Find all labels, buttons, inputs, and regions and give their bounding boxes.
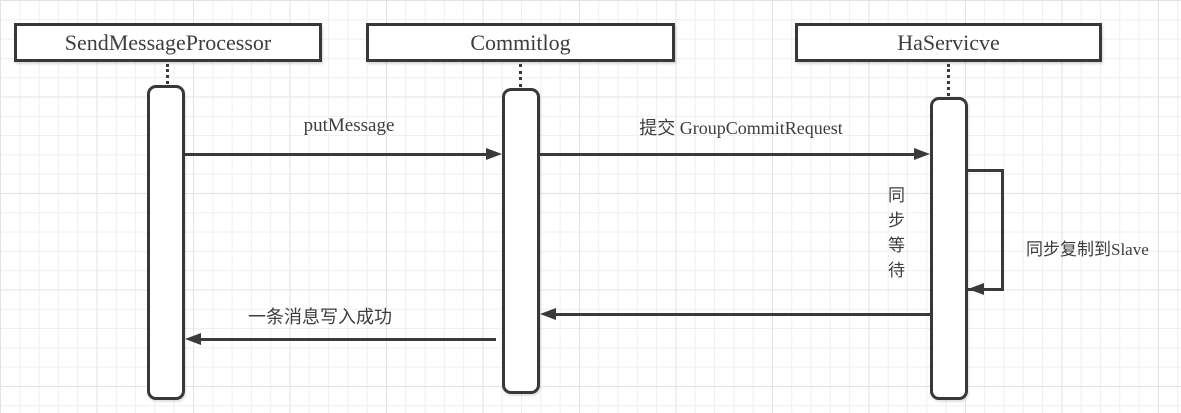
arrowhead-left-icon [185,333,201,345]
annotation-sync-wait: 同步等待 [885,186,904,286]
lifeline-name: Commitlog [470,29,571,55]
message-arrow-groupcommitrequest [540,153,916,156]
arrowhead-left-icon [968,283,984,295]
activation-bar-haservicve [930,97,968,400]
activation-bar-sendmessageprocessor [147,85,185,400]
message-label-sync-replicate-slave: 同步复制到Slave [1026,240,1149,259]
lifeline-dotted-link-commitlog [519,64,522,87]
lifeline-name: HaServicve [897,29,1000,55]
lifeline-dotted-link-sendmessageprocessor [166,64,169,84]
message-arrow-return-to-commitlog [555,313,930,316]
lifeline-dotted-link-haservicve [947,64,950,96]
lifeline-header-haservicve: HaServicve [795,23,1102,62]
self-message-loop-haservicve [968,169,1004,291]
message-arrow-write-success [200,338,496,341]
message-label-write-success: 一条消息写入成功 [248,307,392,327]
lifeline-name: SendMessageProcessor [64,29,272,55]
arrowhead-left-icon [540,308,556,320]
lifeline-header-commitlog: Commitlog [366,23,675,62]
message-label-putmessage: putMessage [303,115,395,136]
activation-bar-commitlog [502,88,540,394]
lifeline-header-sendmessageprocessor: SendMessageProcessor [14,23,322,62]
arrowhead-right-icon [486,148,502,160]
message-label-groupcommitrequest: 提交 GroupCommitRequest [639,118,843,138]
message-arrow-putmessage [185,153,488,156]
arrowhead-right-icon [914,148,930,160]
